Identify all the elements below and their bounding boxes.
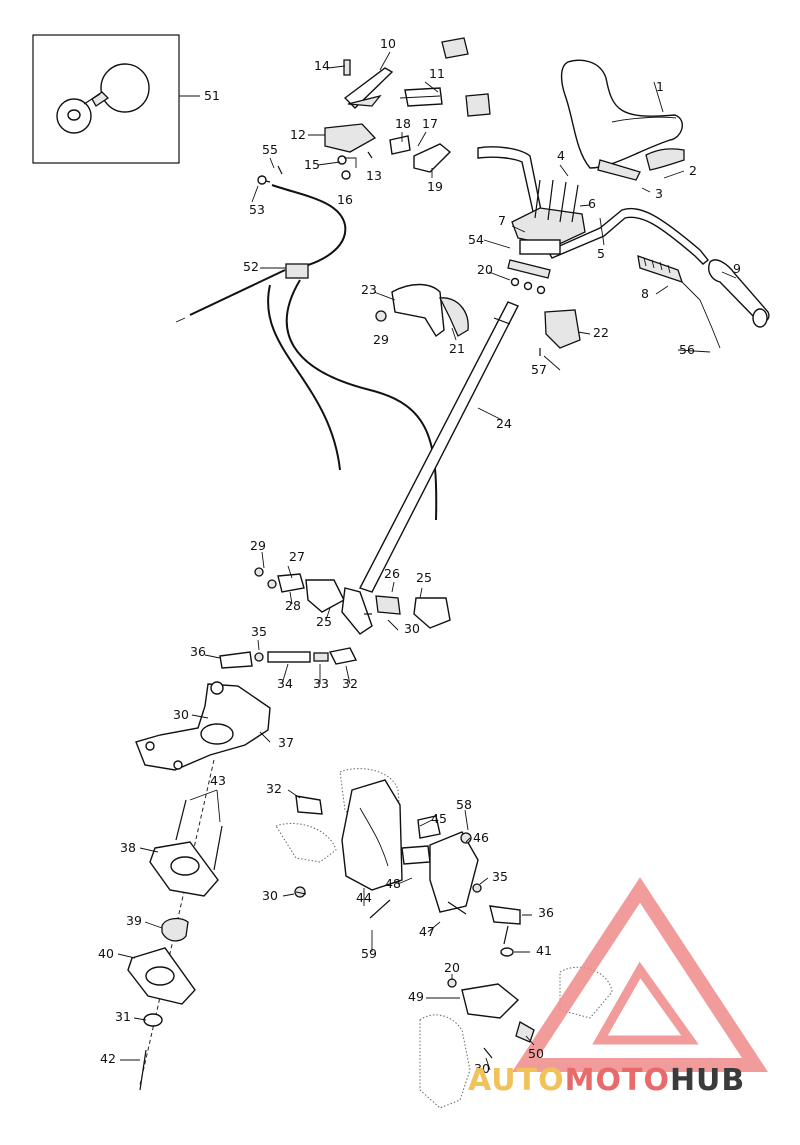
callout-59: 59: [361, 946, 377, 961]
handlebar: [477, 146, 709, 265]
callout-8: 8: [641, 286, 649, 301]
callout-50: 50: [528, 1046, 544, 1061]
callout-52: 52: [243, 259, 259, 274]
callout-36-rod: 36: [190, 644, 206, 659]
watermark-hub: HUB: [670, 1063, 745, 1098]
callout-57: 57: [531, 362, 547, 377]
callout-14: 14: [314, 58, 330, 73]
callout-48: 48: [385, 876, 401, 891]
callout-20-lower: 20: [444, 960, 460, 975]
callout-42: 42: [100, 1051, 116, 1066]
callout-23: 23: [361, 282, 377, 297]
steering-column: [359, 301, 519, 593]
handlebar-clamp: [507, 179, 586, 295]
callout-41: 41: [536, 943, 552, 958]
callout-53: 53: [249, 202, 265, 217]
callout-58: 58: [456, 797, 472, 812]
callout-17: 17: [422, 116, 438, 131]
callout-46: 46: [473, 830, 489, 845]
lower-mount-plates: [127, 759, 223, 1091]
callout-6: 6: [588, 196, 596, 211]
column-bottom-brackets: [254, 567, 451, 635]
callout-29-lower: 29: [250, 538, 266, 553]
callout-31: 31: [115, 1009, 131, 1024]
callout-22: 22: [593, 325, 609, 340]
callout-25-left: 25: [316, 614, 332, 629]
callout-54: 54: [468, 232, 484, 247]
callout-51: 51: [204, 88, 220, 103]
callout-3: 3: [655, 186, 663, 201]
watermark-text: AUTOMOTOHUB: [468, 1063, 745, 1098]
callout-28: 28: [285, 598, 301, 613]
callout-56: 56: [679, 342, 695, 357]
callout-18: 18: [395, 116, 411, 131]
callout-4: 4: [557, 148, 565, 163]
callout-45: 45: [431, 811, 447, 826]
callout-55: 55: [262, 142, 278, 157]
callout-30-nut: 30: [262, 888, 278, 903]
callout-40: 40: [98, 946, 114, 961]
callout-30-knuckle: 30: [474, 1061, 490, 1076]
callout-39: 39: [126, 913, 142, 928]
callout-30-bracket: 30: [173, 707, 189, 722]
horn-inset: [32, 34, 200, 164]
callout-43: 43: [210, 773, 226, 788]
callout-12: 12: [290, 127, 306, 142]
callout-33: 33: [313, 676, 329, 691]
leader-lines: [117, 51, 737, 1071]
right-grip: [708, 259, 770, 328]
callout-10: 10: [380, 36, 396, 51]
callout-13: 13: [366, 168, 382, 183]
steering-arm-bracket: [135, 681, 271, 771]
callout-20-upper: 20: [477, 262, 493, 277]
callout-9: 9: [733, 261, 741, 276]
callout-35-rod: 35: [251, 624, 267, 639]
callout-38: 38: [120, 840, 136, 855]
callout-25-right: 25: [416, 570, 432, 585]
callout-49: 49: [408, 989, 424, 1004]
callout-labels: 1 2 3 4 5 6 7 8 9 10 11 12 13 14 15 16 1…: [98, 36, 741, 1076]
callout-19: 19: [427, 179, 443, 194]
callout-32-knuckle: 32: [266, 781, 282, 796]
callout-30-column: 30: [404, 621, 420, 636]
callout-47: 47: [419, 924, 435, 939]
callout-35-knuckle: 35: [492, 869, 508, 884]
watermark-moto: MOTO: [565, 1063, 670, 1098]
wiring-harness: [175, 165, 438, 521]
callout-34: 34: [277, 676, 293, 691]
tie-rod: [219, 647, 358, 669]
callout-11: 11: [429, 66, 445, 81]
automotohub-logo: [512, 877, 768, 1072]
callout-16: 16: [337, 192, 353, 207]
callout-37: 37: [278, 735, 294, 750]
steering-knuckle: [275, 768, 521, 957]
visor-assembly: [560, 59, 685, 181]
callout-29-upper: 29: [373, 332, 389, 347]
holder-brackets: [375, 283, 581, 356]
callout-2: 2: [689, 163, 697, 178]
callout-24: 24: [496, 416, 512, 431]
callout-15: 15: [304, 157, 320, 172]
left-grip: [637, 255, 721, 349]
switch-assembly: [324, 37, 491, 180]
callout-21: 21: [449, 341, 465, 356]
lower-knuckle: [419, 966, 613, 1109]
callout-36-knuckle: 36: [538, 905, 554, 920]
callout-27: 27: [289, 549, 305, 564]
watermark-auto: AUTO: [468, 1063, 565, 1098]
callout-26: 26: [384, 566, 400, 581]
callout-1: 1: [656, 79, 664, 94]
callout-7: 7: [498, 213, 506, 228]
callout-5: 5: [597, 246, 605, 261]
